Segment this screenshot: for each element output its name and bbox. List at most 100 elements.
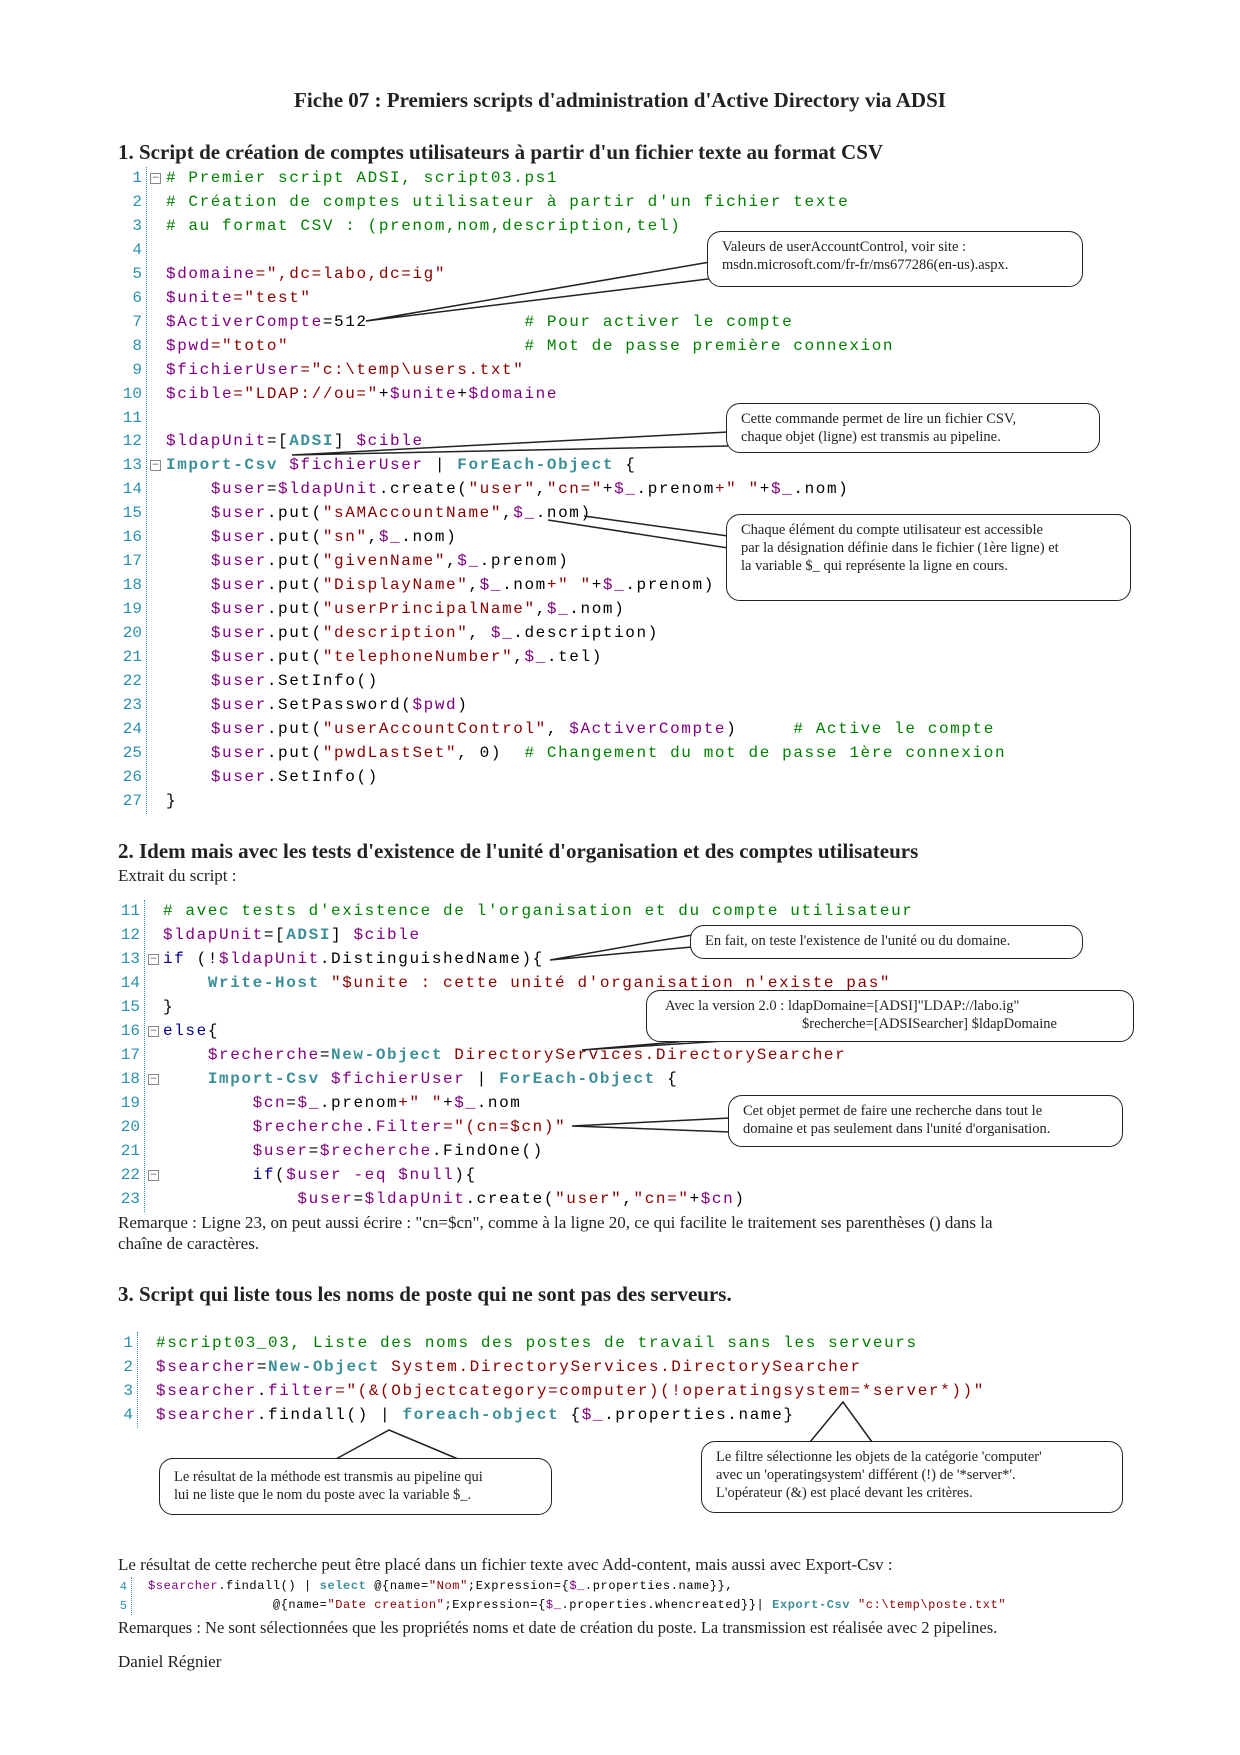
line-number: 18 [122, 576, 142, 595]
code-token: .put( [266, 528, 323, 547]
code-token: $user [210, 743, 267, 762]
code-line: Import-Csv $fichierUser | ForEach-Object… [166, 454, 636, 476]
line-number: 3 [123, 1382, 133, 1400]
fold-toggle-icon[interactable]: − [148, 1074, 159, 1085]
fold-toggle-icon[interactable]: − [148, 1170, 159, 1181]
code-token: .nom [476, 1094, 522, 1112]
code-token: $recherche [319, 1142, 432, 1160]
code-token [166, 672, 211, 690]
code-token: "cn=" [633, 1190, 690, 1208]
code-token [163, 1142, 253, 1160]
code-token: "Nom" [428, 1579, 468, 1593]
code-token: = [308, 1142, 320, 1160]
line-number: 26 [122, 767, 142, 786]
code-token: , [468, 576, 480, 595]
line-number: 24 [122, 719, 142, 738]
code-token [166, 696, 211, 714]
code-token: $_ [602, 576, 626, 595]
code-token: $_ [297, 1094, 320, 1112]
code-token: $cible [356, 432, 424, 451]
code-token [166, 552, 211, 570]
code-token: # Changement du mot de passe 1ère connex… [524, 743, 1007, 762]
code-token: ForEach-Object [457, 456, 615, 475]
code-token: "userAccountControl" [322, 719, 547, 738]
gutter-line [146, 167, 147, 814]
code-token: $null [398, 1166, 455, 1184]
code-token: $user [210, 767, 267, 786]
code-token: $pwd [412, 695, 458, 714]
code-token: $user [286, 1166, 343, 1184]
code-line: # avec tests d'existence de l'organisati… [163, 900, 914, 922]
code-token: ="(&(Objectcategory=computer)(!operating… [335, 1382, 985, 1400]
line-number: 11 [120, 902, 140, 920]
code-token: $_ [546, 600, 570, 619]
code-line: $user.SetPassword($pwd) [166, 694, 468, 716]
section3-heading: 3. Script qui liste tous les noms de pos… [118, 1282, 732, 1306]
line-number: 19 [120, 1094, 140, 1112]
code-token: (! [185, 950, 220, 968]
callout-text: avec un 'operatingsystem' différent (!) … [716, 1467, 1016, 1483]
code-token: | [465, 1070, 500, 1088]
code-line: $user.put("sn",$_.nom) [166, 526, 457, 548]
code-token: .prenom) [479, 552, 570, 571]
code-token: .description) [513, 624, 659, 643]
code-token: .nom) [569, 600, 626, 619]
code-token: { [559, 1406, 582, 1424]
pointer-line [571, 1117, 731, 1133]
line-number: 1 [123, 1334, 133, 1352]
code-token: $_ [614, 480, 637, 499]
code-token: .put( [266, 504, 323, 523]
code-token: ] [331, 926, 354, 944]
code-token: ) [457, 695, 469, 714]
code-token: ="c:\temp\users.txt" [300, 360, 525, 379]
code-token: +" " [714, 480, 760, 499]
line-number: 14 [122, 480, 142, 499]
line-number: 5 [119, 1599, 127, 1613]
code-token: $domaine [468, 384, 559, 403]
fold-toggle-icon[interactable]: − [148, 954, 159, 965]
code-token: } [166, 791, 178, 810]
callout-text: L'opérateur (&) est placé devant les cri… [716, 1485, 973, 1501]
code-token: =[ [266, 432, 290, 451]
code-token: System.DirectoryServices.DirectorySearch… [391, 1358, 862, 1376]
code-token: $searcher [156, 1358, 257, 1376]
line-number: 6 [132, 288, 142, 307]
code-token: , [622, 1190, 634, 1208]
code-token: .SetInfo() [266, 671, 379, 690]
code-token: ( [275, 1166, 287, 1184]
code-token: .put( [266, 624, 323, 643]
code-line: $recherche.Filter="(cn=$cn)" [163, 1116, 566, 1138]
code-token: .findall() | [256, 1406, 403, 1424]
code-token: $_ [378, 528, 402, 547]
fold-toggle-icon[interactable]: − [150, 460, 161, 472]
code-token: New-Object [268, 1358, 381, 1376]
code-token: ] [334, 432, 357, 451]
code-line: $user=$ldapUnit.create("user","cn="+$cn) [163, 1188, 746, 1210]
code-token: ADSI [286, 926, 332, 944]
code-line: $user.put("userPrincipalName",$_.nom) [166, 598, 625, 620]
code-line: # Création de comptes utilisateur à part… [166, 191, 849, 213]
code-token: $_ [770, 480, 794, 499]
code-token: # Active le compte [793, 719, 995, 738]
code-token [278, 456, 289, 474]
code-token: .nom) [793, 480, 850, 499]
code-token: .prenom) [625, 576, 715, 595]
code-line: } [163, 996, 174, 1018]
line-number: 10 [122, 384, 142, 403]
code-token: .properties.name}}, [584, 1579, 734, 1593]
line-number: 7 [132, 312, 142, 331]
code-token: "Date creation" [327, 1598, 445, 1612]
line-number: 16 [122, 528, 142, 547]
fold-toggle-icon[interactable]: − [148, 1026, 159, 1037]
code-token: $ldapUnit [163, 926, 264, 944]
code-line: Import-Csv $fichierUser | ForEach-Object… [163, 1068, 678, 1090]
gutter-line [131, 1577, 132, 1615]
code-token: "pwdLastSet" [322, 743, 458, 762]
code-token: $cible [353, 926, 421, 944]
code-token [163, 1118, 253, 1136]
fold-toggle-icon[interactable]: − [150, 173, 161, 184]
code-token: $user [210, 624, 267, 643]
code-token: =",dc=labo,dc=ig" [255, 264, 447, 283]
line-number: 13 [120, 950, 140, 968]
remark-line-1: Remarque : Ligne 23, on peut aussi écrir… [118, 1213, 993, 1232]
